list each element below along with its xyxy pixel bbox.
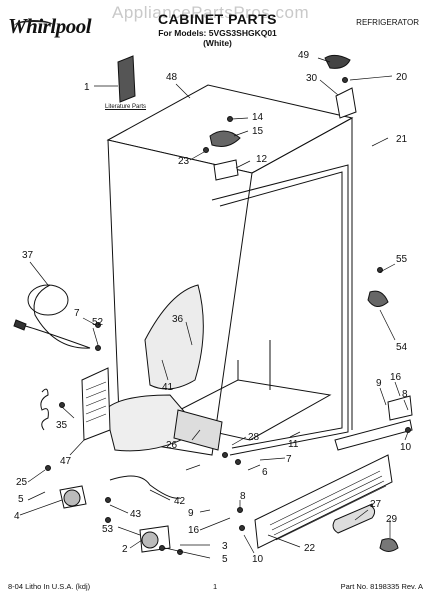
brand-logo: Whirlpool <box>8 14 92 39</box>
callout-41: 41 <box>162 382 174 393</box>
callout-28: 28 <box>248 432 260 443</box>
cabinet-front-frame <box>211 164 349 456</box>
callout-3: 3 <box>222 541 228 552</box>
cord-plug <box>13 319 27 331</box>
callout-5-bottom: 5 <box>222 554 228 565</box>
cabinet-back-edge <box>251 117 353 430</box>
callout-29: 29 <box>386 514 398 525</box>
callout-52: 52 <box>92 317 104 328</box>
footer-part-number: Part No. 8198335 Rev. A <box>340 582 423 591</box>
liner-cutaway <box>144 284 204 390</box>
logo-swirl-icon <box>14 20 54 32</box>
callout-8-bottom: 8 <box>240 491 246 502</box>
filter-cap <box>379 538 399 552</box>
page-title: CABINET PARTS <box>157 11 278 27</box>
hinge-bracket <box>213 159 239 181</box>
callout-11-right: 11 <box>288 439 299 450</box>
roller-front <box>141 531 159 549</box>
roller-bracket <box>59 485 87 509</box>
callout-2: 2 <box>122 544 128 555</box>
footer-page-number: 1 <box>213 582 218 591</box>
models-line: For Models: 5VGS3SHGKQ01 <box>158 28 277 38</box>
bottom-hinge-part <box>367 290 389 307</box>
callout-55: 55 <box>396 254 408 265</box>
hinge-cap <box>324 54 351 69</box>
leader-lines <box>19 57 409 559</box>
water-filter <box>332 504 376 534</box>
literature-parts-label: Literature Parts <box>105 104 147 110</box>
callout-36: 36 <box>172 314 184 325</box>
callout-10-bottom: 10 <box>252 554 264 565</box>
water-tube <box>109 475 181 499</box>
color-line: (White) <box>203 38 232 48</box>
callout-15: 15 <box>252 126 264 137</box>
footer-print-info: 8-04 Litho In U.S.A. (kdj) <box>8 582 91 591</box>
mullion <box>334 419 413 451</box>
power-cord <box>21 284 91 349</box>
coil-spring <box>40 388 49 431</box>
callout-21: 21 <box>396 134 408 145</box>
callout-1: 1 <box>84 82 90 93</box>
callout-labels: 1 48 49 30 20 14 15 23 12 21 37 55 7 52 … <box>14 50 412 565</box>
water-valve <box>173 409 223 451</box>
callout-10-right: 10 <box>400 442 412 453</box>
screws <box>45 77 411 555</box>
callout-27: 27 <box>370 499 382 510</box>
side-vent <box>81 367 111 441</box>
callout-12: 12 <box>256 154 268 165</box>
callout-30: 30 <box>306 73 318 84</box>
callout-37: 37 <box>22 250 34 261</box>
callout-25: 25 <box>16 477 28 488</box>
top-hinge <box>335 87 357 119</box>
center-hinge <box>209 130 241 147</box>
callout-4: 4 <box>14 511 20 522</box>
callout-23: 23 <box>178 156 190 167</box>
roller-left <box>63 489 81 507</box>
callout-14: 14 <box>252 112 264 123</box>
cabinet-inner-wall <box>237 340 271 390</box>
callout-53: 53 <box>102 524 114 535</box>
callout-9-bottom: 9 <box>188 508 194 519</box>
callout-16-right: 16 <box>390 372 402 383</box>
callout-9-right: 9 <box>376 378 382 389</box>
watermark: AppliancePartsPros.com <box>112 3 310 22</box>
callout-54: 54 <box>396 342 408 353</box>
front-roller-bracket <box>139 525 171 553</box>
callout-48: 48 <box>166 72 178 83</box>
callout-26: 26 <box>166 440 178 451</box>
callout-16-bottom: 16 <box>188 525 200 536</box>
callout-8-right: 8 <box>402 389 408 400</box>
callout-35: 35 <box>56 420 68 431</box>
callout-7-top: 7 <box>74 308 80 319</box>
callout-47: 47 <box>60 456 72 467</box>
grille-vents <box>269 470 387 541</box>
cord-coil <box>27 284 69 316</box>
callout-6: 6 <box>262 467 268 478</box>
callout-43: 43 <box>130 509 142 520</box>
right-hinge <box>387 395 413 421</box>
cabinet-front-inner <box>219 171 343 449</box>
callout-7-bottom: 7 <box>286 454 292 465</box>
callout-49: 49 <box>298 50 310 61</box>
callout-20: 20 <box>396 72 408 83</box>
callout-22: 22 <box>304 543 316 554</box>
category-label: REFRIGERATOR <box>356 18 419 27</box>
callout-5-left: 5 <box>18 494 24 505</box>
callout-42: 42 <box>174 496 186 507</box>
literature-booklet <box>117 55 136 103</box>
toe-grille <box>254 454 393 549</box>
